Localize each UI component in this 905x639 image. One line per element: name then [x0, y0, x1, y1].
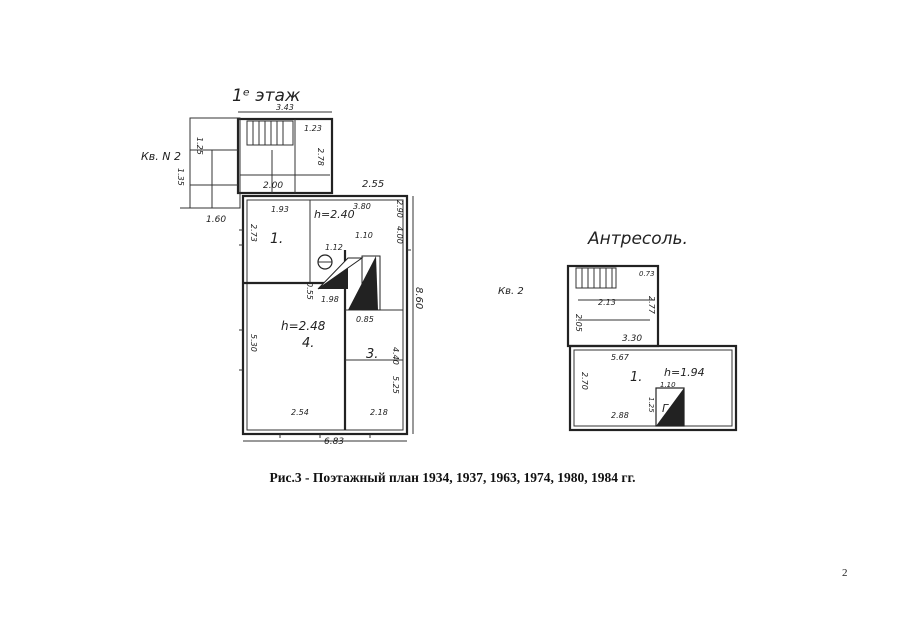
dim-2-55: 2.55: [362, 179, 384, 190]
room-4-height: h=2.48: [281, 319, 326, 333]
window-marks: [239, 229, 411, 438]
main-walls: [241, 194, 409, 436]
dim-1-35: 1.35: [176, 168, 185, 186]
dim-0-55: 0.55: [305, 282, 314, 300]
floor-plan-drawing: 1ᵉ этаж Антресоль. Кв. N 2 Кв. 2: [141, 86, 738, 447]
figure-caption: Рис.3 - Поэтажный план 1934, 1937, 1963,…: [269, 470, 636, 485]
mezz-dim-1-10: 1.10: [660, 381, 676, 389]
dim-1-12: 1.12: [325, 243, 343, 252]
mezz-stove-label: Г: [662, 402, 669, 415]
stove-symbols: [317, 254, 381, 311]
room-1-height: h=2.40: [314, 208, 355, 221]
room-3-number: 3.: [366, 347, 378, 362]
dim-1-23: 1.23: [304, 124, 322, 133]
floor-title: 1ᵉ этаж: [232, 86, 301, 106]
mezzanine-stove: [655, 387, 685, 427]
dim-1-60: 1.60: [206, 215, 226, 225]
mezzanine-stairs: [575, 267, 617, 289]
dim-3-80: 3.80: [353, 202, 371, 211]
mezz-dim-2-05: 2.05: [574, 314, 583, 332]
apartment-label: Кв. N 2: [141, 150, 181, 163]
dim-2-54: 2.54: [291, 408, 309, 417]
page-number: 2: [842, 567, 848, 579]
dim-8-60: 8.60: [413, 287, 424, 309]
mezz-dim-2-88: 2.88: [611, 411, 629, 420]
room-1-number: 1.: [270, 231, 283, 247]
dim-5-25: 5.25: [391, 376, 400, 394]
mezz-dim-0-73: 0.73: [639, 270, 655, 278]
dim-1-25: 1.25: [195, 137, 204, 155]
mezz-room-1-height: h=1.94: [664, 366, 705, 379]
mezzanine-side-label: Кв. 2: [498, 286, 524, 297]
mezz-dim-5-67: 5.67: [611, 353, 630, 362]
dimension-lines: [180, 111, 414, 442]
dim-1-98: 1.98: [321, 295, 339, 304]
dim-top-width: 3.43: [276, 103, 294, 112]
mezzanine-walls: [566, 264, 738, 432]
dim-2-78: 2.78: [316, 148, 325, 166]
mezz-dim-2-77: 2.77: [647, 296, 656, 315]
mezz-dim-2-70: 2.70: [580, 372, 589, 390]
annex-stairs: [246, 120, 294, 146]
room-4-number: 4.: [302, 336, 314, 351]
dim-5-30: 5.30: [249, 334, 258, 352]
mezz-dim-3-30: 3.30: [622, 334, 642, 344]
dim-4-40: 4.40: [391, 347, 400, 365]
dim-2-18: 2.18: [370, 408, 388, 417]
mezz-dim-2-13: 2.13: [598, 298, 616, 307]
dim-6-83: 6.83: [324, 437, 344, 447]
dim-2-90: 2.90: [395, 200, 404, 218]
dim-1-93: 1.93: [271, 205, 289, 214]
dim-4-00: 4.00: [395, 226, 404, 244]
dim-2-00: 2.00: [263, 181, 283, 191]
mezzanine-title: Антресоль.: [587, 229, 688, 249]
dim-1-10: 1.10: [355, 231, 373, 240]
annex-walls: [189, 117, 334, 209]
dim-2-73: 2.73: [249, 224, 258, 242]
mezz-room-1-number: 1.: [630, 370, 642, 385]
dim-0-85: 0.85: [356, 315, 374, 324]
mezz-dim-1-25: 1.25: [647, 397, 655, 413]
